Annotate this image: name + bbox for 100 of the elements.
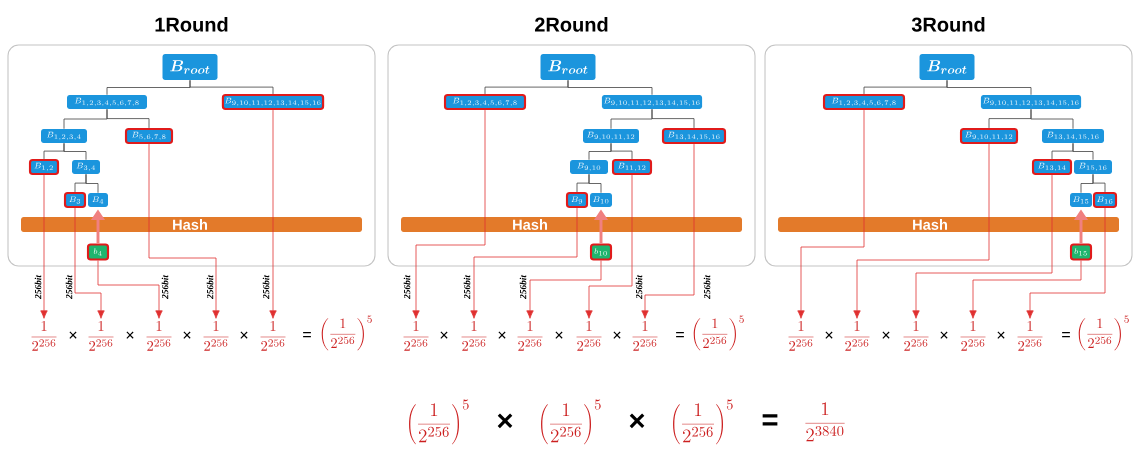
leaf-node: $b_{4}$ — [86, 243, 110, 261]
arrow — [526, 260, 602, 319]
fraction: $\frac{1}{2^{256}}$ — [203, 321, 229, 351]
operator-sign: × — [882, 331, 890, 339]
tree-branch — [567, 79, 653, 96]
tree-node: $B_{9}$ — [565, 191, 589, 209]
tree-node: $B_{1,2}$ — [28, 158, 60, 176]
tree-node: $B_{root}$ — [162, 54, 218, 80]
tree-node: $B_{16}$ — [1092, 191, 1118, 209]
power-term: $\left(\frac{1}{2^{256}}\right)^{5}$ — [321, 315, 372, 351]
leaf-node: $b_{15}$ — [1069, 243, 1093, 261]
tree-branch — [946, 79, 1032, 96]
tree-node: $B_{9,10,11,12,13,14,15,16}$ — [980, 95, 1082, 109]
tree-node: $B_{root}$ — [919, 54, 975, 80]
fraction: $\frac{1}{2^{256}}$ — [403, 321, 429, 351]
arrow — [912, 174, 1053, 319]
tree-branch — [1030, 108, 1074, 130]
bit-label: 256bit — [64, 274, 74, 300]
bit-label: 256bit — [33, 274, 43, 300]
power-term: $\left(\frac{1}{2^{256}}\right)^{5}$ — [541, 399, 601, 445]
arrow — [853, 143, 990, 319]
arrow — [585, 174, 633, 319]
tree-node: $B_{1,2,3,4,5,6,7,8}$ — [443, 93, 527, 111]
operator-sign: × — [497, 413, 513, 429]
fraction: $\frac{1}{2^{256}}$ — [31, 321, 57, 351]
tree-node: $B_{3,4}$ — [72, 160, 100, 174]
arrow — [641, 143, 695, 319]
power-term: $\left(\frac{1}{2^{256}}\right)^{5}$ — [1078, 315, 1129, 351]
fraction: $\frac{1}{2^{256}}$ — [903, 321, 929, 351]
operator-sign: × — [613, 331, 621, 339]
tree-node: $B_{10}$ — [590, 193, 612, 207]
power-term: $\left(\frac{1}{2^{256}}\right)^{5}$ — [673, 399, 733, 445]
operator-sign: = — [676, 332, 684, 338]
operator-sign: × — [940, 331, 948, 339]
tree-node: $B_{9,10}$ — [570, 160, 608, 174]
arrow — [470, 207, 578, 319]
tree-node: $B_{15}$ — [1070, 193, 1092, 207]
arrow — [148, 143, 220, 319]
arrow — [40, 174, 48, 319]
operator-sign: × — [126, 331, 134, 339]
tree-node: $B_{9,10,11,12}$ — [959, 127, 1019, 145]
bit-label: 256bit — [702, 274, 712, 300]
fraction: $\frac{1}{2^{256}}$ — [88, 321, 114, 351]
tree-branch — [651, 108, 695, 129]
fraction: $\frac{1}{2^{256}}$ — [461, 321, 487, 351]
tree-node: $B_{5,6,7,8}$ — [124, 127, 174, 145]
tree-branch — [1092, 173, 1106, 193]
operator-sign: = — [762, 414, 778, 426]
bit-label: 256bit — [205, 274, 215, 300]
tree-branch — [106, 108, 150, 129]
tree-branch — [63, 142, 87, 161]
tree-node: $B_{15,16}$ — [1074, 160, 1112, 174]
operator-sign: × — [629, 413, 645, 429]
arrow — [797, 109, 865, 319]
node-label: 3Round — [911, 17, 985, 32]
tree-node: $B_{11,12}$ — [611, 158, 653, 176]
operator-sign: = — [1062, 332, 1070, 338]
tree-branch — [85, 173, 99, 194]
arrow — [97, 260, 163, 319]
fraction: $\frac{1}{2^{256}}$ — [146, 321, 172, 351]
hash-label: Hash — [913, 219, 948, 230]
tree-node: $B_{4}$ — [88, 193, 108, 207]
power-term: $\left(\frac{1}{2^{256}}\right)^{5}$ — [409, 399, 469, 445]
arrow — [74, 207, 105, 319]
tree-node: $B_{3}$ — [63, 191, 87, 209]
fraction: $\frac{1}{2^{256}}$ — [260, 321, 286, 351]
operator-sign: = — [303, 332, 311, 338]
operator-sign: × — [555, 331, 563, 339]
arrow — [969, 260, 1082, 319]
tree-node: $B_{9,10,11,12}$ — [583, 129, 639, 143]
tree-branch — [610, 142, 633, 160]
tree-node: $B_{1,2,3,4}$ — [41, 129, 87, 143]
tree-branch — [189, 79, 274, 95]
result-fraction: $\frac{1}{2^{3840}}$ — [805, 402, 845, 442]
tree-node: $B_{1,2,3,4,5,6,7,8}$ — [67, 95, 147, 109]
leaf-node: $b_{10}$ — [589, 243, 613, 261]
tree-node: $B_{13,14,15,16}$ — [661, 127, 727, 145]
operator-sign: × — [183, 331, 191, 339]
bit-label: 256bit — [518, 274, 528, 300]
hash-label: Hash — [173, 219, 207, 230]
node-label: 1Round — [155, 17, 228, 32]
tree-node: $B_{13,14}$ — [1031, 158, 1073, 176]
operator-sign: × — [825, 331, 833, 339]
tree-branch — [588, 173, 602, 194]
operator-sign: × — [997, 331, 1005, 339]
fraction: $\frac{1}{2^{256}}$ — [788, 321, 814, 351]
fraction: $\frac{1}{2^{256}}$ — [517, 321, 543, 351]
tree-node: $B_{13,14,15,16}$ — [1042, 129, 1104, 143]
operator-sign: × — [69, 331, 77, 339]
arrow — [412, 109, 486, 319]
bit-label: 256bit — [634, 274, 644, 300]
bit-label: 256bit — [261, 274, 271, 300]
tree-branch — [1072, 142, 1094, 161]
hash-label: Hash — [513, 219, 547, 230]
bit-label: 256bit — [160, 274, 170, 300]
node-label: 2Round — [534, 17, 608, 32]
tree-node: $B_{root}$ — [540, 54, 596, 80]
operator-sign: × — [240, 331, 248, 339]
arrow — [1026, 207, 1106, 319]
fraction: $\frac{1}{2^{256}}$ — [960, 321, 986, 351]
